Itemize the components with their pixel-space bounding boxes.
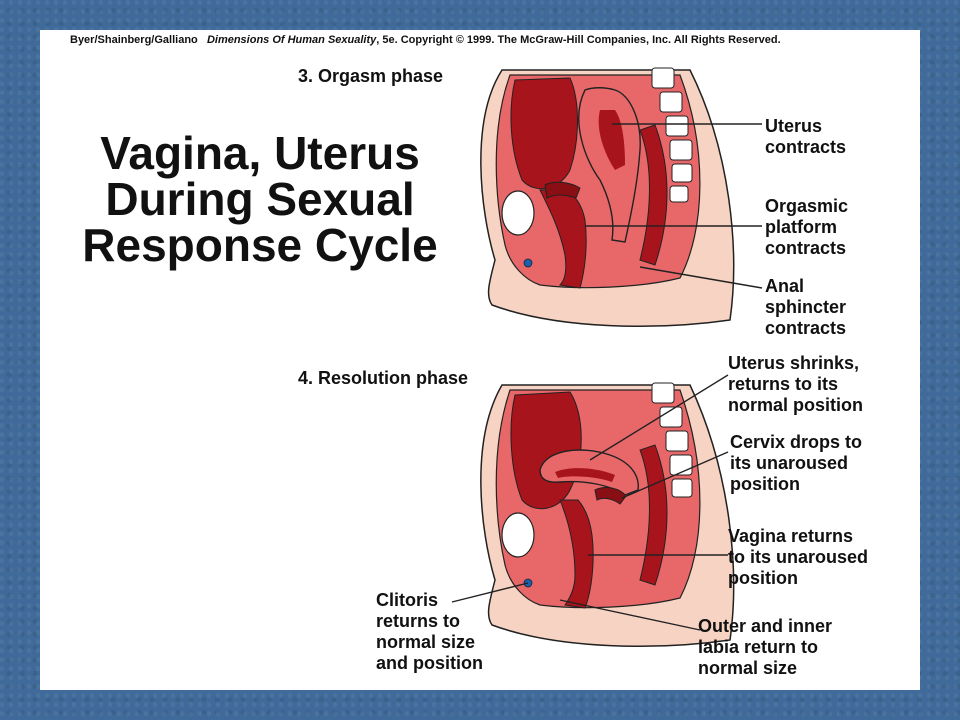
anatomy-illustration [451, 67, 763, 647]
orgasm-label-anal: Anal sphincter contracts [765, 276, 847, 338]
orgasm-uterus [578, 87, 641, 243]
resolution-label-labia: Outer and inner labia return to normal s… [698, 616, 833, 678]
orgasm-label-platform: Orgasmic platform contracts [765, 196, 849, 258]
orgasm-spine [651, 67, 693, 203]
resolution-cervix-leader [621, 451, 729, 499]
resolution-uterine-cavity [555, 468, 615, 482]
copyright-rest: , 5e. Copyright © 1999. The McGraw-Hill … [376, 34, 781, 46]
slide: Byer/Shainberg/Galliano Dimensions Of Hu… [40, 30, 920, 690]
resolution-labia-leader [559, 599, 701, 631]
resolution-pubic-bone [501, 512, 535, 558]
resolution-label-uterus: Uterus shrinks, returns to its normal po… [728, 353, 863, 415]
resolution-vagina [559, 499, 594, 609]
resolution-uterus-leader [589, 374, 729, 461]
orgasm-anal-leader [639, 266, 763, 289]
orgasm-clitoris [523, 258, 533, 268]
slide-title: Vagina, Uterus During Sexual Response Cy… [82, 127, 438, 271]
resolution-label-vagina: Vagina returns to its unaroused position [728, 526, 869, 588]
resolution-label-clitoris: Clitoris returns to normal size and posi… [376, 590, 483, 673]
resolution-phase-illustration [451, 374, 735, 647]
orgasm-phase-illustration [480, 67, 763, 327]
orgasm-bladder [510, 77, 578, 190]
resolution-phase-heading: 4. Resolution phase [298, 368, 469, 388]
resolution-cervix [594, 487, 627, 505]
copyright-book-title: Dimensions Of Human Sexuality [206, 34, 377, 46]
resolution-rectum [639, 444, 668, 586]
orgasm-vagina [539, 189, 587, 289]
orgasm-pubic-bone [501, 190, 535, 236]
resolution-clitoris-leader [451, 582, 529, 603]
orgasm-phase-heading: 3. Orgasm phase [298, 66, 444, 86]
resolution-label-cervix: Cervix drops to its unaroused position [730, 432, 863, 494]
orgasm-uterine-cavity [598, 110, 625, 170]
orgasm-rectum [639, 124, 668, 266]
orgasm-cervix-platform [544, 181, 581, 199]
copyright-authors: Byer/Shainberg/Galliano [70, 34, 198, 46]
copyright-line: Byer/Shainberg/Galliano Dimensions Of Hu… [70, 34, 910, 46]
orgasm-label-uterus: Uterus contracts [765, 116, 847, 157]
